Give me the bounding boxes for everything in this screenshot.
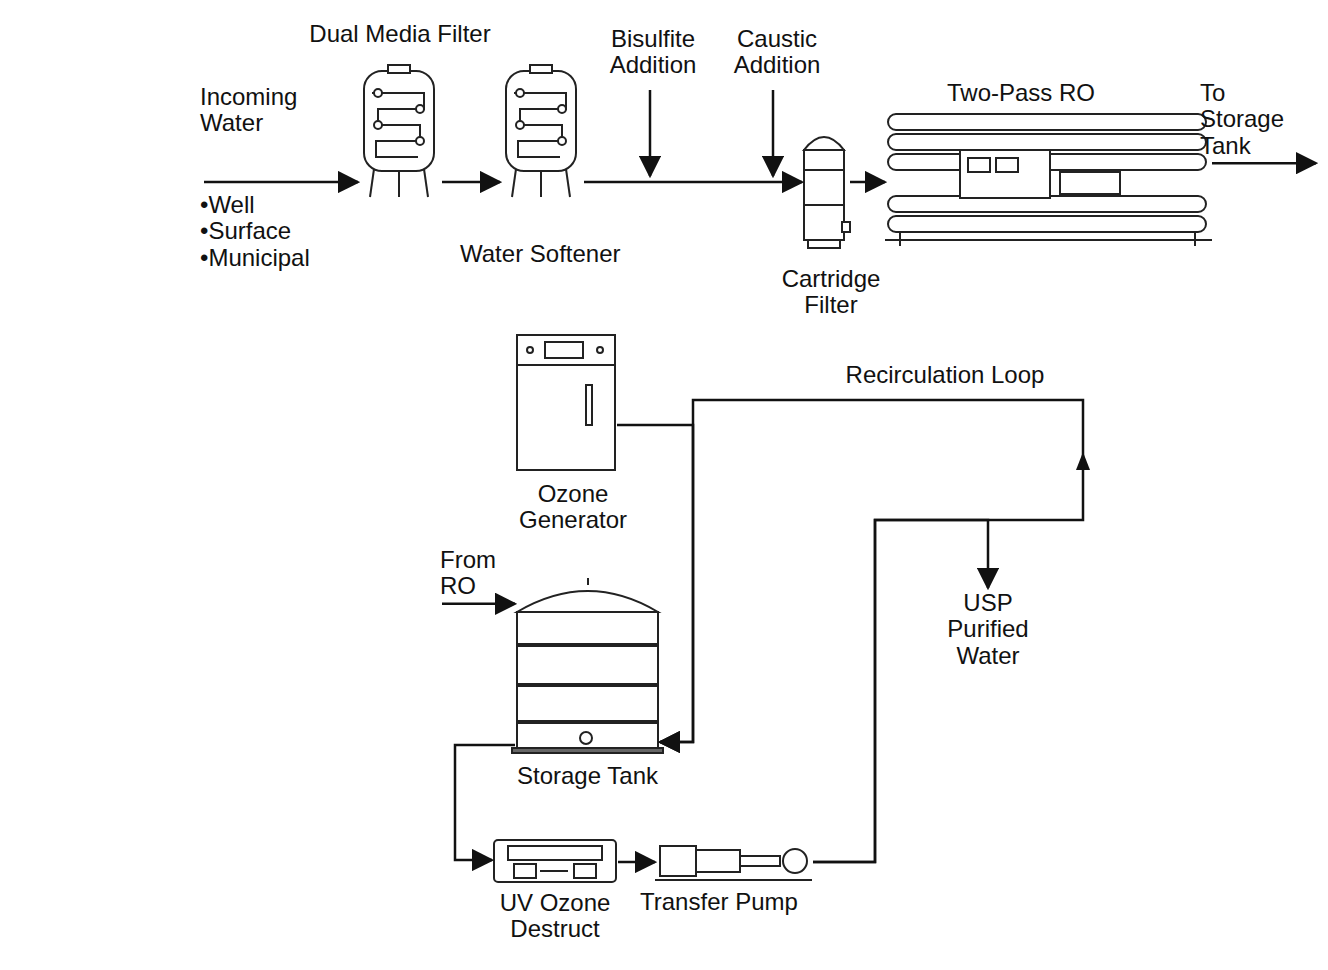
ro-skid-part xyxy=(899,232,901,246)
inlet-note: From RO xyxy=(440,545,512,602)
node-label: Water Softener xyxy=(460,241,665,267)
storage-tank-vessel-part xyxy=(587,578,589,585)
uv-ozone-destruct-unit-part xyxy=(540,870,568,872)
storage-tank-vessel-part xyxy=(580,732,592,744)
uv-ozone-destruct-unit-part xyxy=(508,846,602,860)
uv-ozone-destruct-unit-part xyxy=(514,864,536,878)
pipe-connector xyxy=(813,520,988,862)
pipe-connector xyxy=(442,603,515,606)
ozone-generator-cabinet-part xyxy=(545,342,583,358)
cartridge-filter-housing-part xyxy=(804,204,844,206)
dual-media-filter-vessel-part xyxy=(364,65,434,197)
cartridge-filter-housing-part xyxy=(808,240,840,248)
cartridge-filter-housing-part xyxy=(804,137,844,150)
storage-tank-vessel-part xyxy=(517,720,658,724)
chemical-feed-label: Bisulfite Addition xyxy=(597,26,709,79)
outlet-note: To Storage Tank xyxy=(1200,78,1312,161)
transfer-pump-unit-part xyxy=(655,879,812,881)
source-note: Incoming Water •Well •Surface •Municipal xyxy=(200,82,350,273)
ozone-generator-cabinet-part xyxy=(517,364,615,366)
filter-vessel: Dual Media Filter xyxy=(358,65,442,200)
transfer-pump-unit-part xyxy=(740,856,780,866)
transfer-pump: Transfer Pump xyxy=(655,843,813,883)
node-label: UV Ozone Destruct xyxy=(476,890,634,943)
node-label: From RO xyxy=(440,547,512,600)
pipe-connector xyxy=(1212,162,1316,165)
ozone-generator-cabinet xyxy=(517,335,615,470)
ro-skid-part xyxy=(1060,172,1120,194)
storage-tank-vessel-part xyxy=(517,612,658,750)
ozone-generator-cabinet-part xyxy=(597,347,603,353)
uv-destruct-unit: UV Ozone Destruct xyxy=(492,838,618,884)
ozone-generator-cabinet-part xyxy=(517,335,615,470)
transfer-pump-unit-part xyxy=(660,846,696,876)
ro-skid-part xyxy=(885,239,1212,241)
softener-vessel: Water Softener xyxy=(500,65,584,200)
transfer-pump-unit-part xyxy=(696,850,740,872)
pipe-connector xyxy=(850,181,885,184)
pipe-connector xyxy=(455,745,515,860)
storage-tank-vessel xyxy=(512,578,663,753)
caustic-feed-arrow xyxy=(772,90,775,176)
pipe-connector xyxy=(618,861,655,864)
cartridge-filter-housing xyxy=(804,137,850,248)
ozone-generator: Ozone Generator xyxy=(515,333,617,472)
storage-tank-vessel-part xyxy=(512,748,663,753)
node-label: Incoming Water xyxy=(200,84,350,137)
pipe-connector xyxy=(204,181,358,184)
storage-tank: Storage Tank xyxy=(515,583,660,753)
ro-skid-part xyxy=(1194,232,1196,246)
node-label: Two-Pass RO xyxy=(947,80,1127,106)
pipe-connector xyxy=(617,425,693,742)
caustic-feed-arrow-part xyxy=(772,90,775,176)
bisulfite-feed-arrow xyxy=(649,90,652,176)
bisulfite-feed-arrow-part xyxy=(649,90,652,176)
ro-skid xyxy=(885,114,1212,246)
uv-ozone-destruct-unit xyxy=(494,840,616,882)
storage-tank-vessel-part xyxy=(517,683,658,687)
transfer-pump-unit xyxy=(655,846,812,880)
ro-skid-part xyxy=(996,158,1018,172)
cartridge-filter-housing-part xyxy=(804,169,844,171)
node-label: Storage Tank xyxy=(517,763,697,789)
ro-skid-part xyxy=(968,158,990,172)
ro-unit: Two-Pass RO xyxy=(885,112,1212,248)
dual-media-filter-vessel xyxy=(364,65,434,197)
cartridge-filter: Cartridge Filter xyxy=(802,124,850,250)
ro-skid-part xyxy=(960,150,1050,198)
transfer-pump-unit-part xyxy=(783,849,807,873)
water-softener-vessel-part xyxy=(506,65,576,197)
loop-label: Recirculation Loop xyxy=(815,362,1075,388)
node-label: Cartridge Filter xyxy=(770,266,892,319)
node-label: Ozone Generator xyxy=(511,481,635,534)
pipe-connector xyxy=(442,181,500,184)
uv-ozone-destruct-unit-part xyxy=(494,840,616,882)
outlet-note: USP Purified Water xyxy=(930,588,1046,671)
ozone-generator-cabinet-part xyxy=(586,385,592,425)
node-label: To Storage Tank xyxy=(1200,80,1312,159)
node-label: Transfer Pump xyxy=(640,889,850,915)
pipe-connector xyxy=(660,400,1083,862)
chemical-feed-label: Caustic Addition xyxy=(718,26,836,79)
ozone-generator-cabinet-part xyxy=(527,347,533,353)
cartridge-filter-housing-part xyxy=(842,222,850,232)
ro-skid-part xyxy=(888,134,1206,150)
uv-ozone-destruct-unit-part xyxy=(574,864,596,878)
storage-tank-vessel-part xyxy=(517,591,658,612)
ro-skid-part xyxy=(888,114,1206,130)
node-label: Dual Media Filter xyxy=(280,21,520,47)
pipe-connector xyxy=(584,181,802,184)
node-label: USP Purified Water xyxy=(930,590,1046,669)
storage-tank-vessel-part xyxy=(517,643,658,647)
node-label: •Well •Surface •Municipal xyxy=(200,192,340,271)
cartridge-filter-housing-part xyxy=(804,150,844,240)
water-softener-vessel xyxy=(506,65,576,197)
ro-skid-part xyxy=(888,216,1206,232)
